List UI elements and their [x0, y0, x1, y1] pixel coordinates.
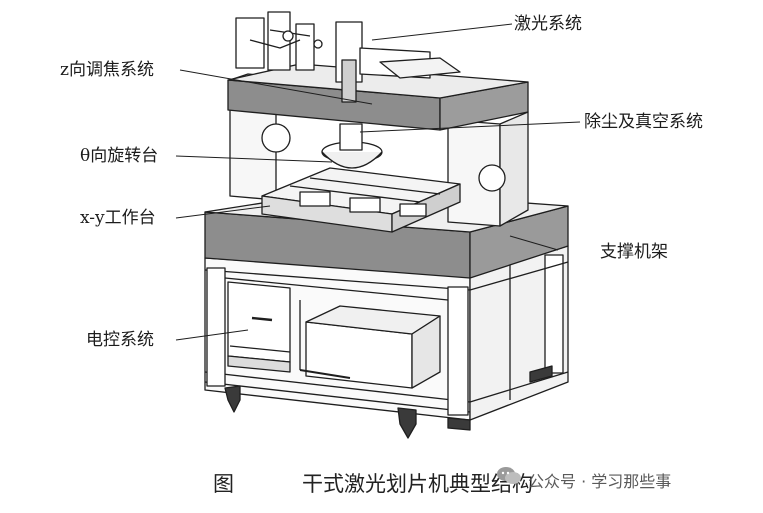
xy-table: [261, 167, 461, 233]
label-dust-vacuum-system: 除尘及真空系统: [584, 112, 703, 132]
figure-caption: 干式激光划片机典型结构: [302, 472, 533, 496]
label-theta-rotary-table: θ向旋转台: [80, 146, 159, 166]
leader-lines: [175, 23, 581, 341]
watermark-text: 公众号 · 学习那些事: [528, 472, 672, 491]
label-laser-system: 激光系统: [514, 14, 582, 34]
figure-prefix: 图: [213, 472, 234, 496]
gantry: [227, 63, 529, 227]
electrical-cabinet: [227, 281, 291, 373]
label-xy-worktable: x-y工作台: [80, 208, 156, 228]
laser-head: [235, 11, 461, 103]
theta-stage: [321, 123, 383, 169]
label-z-focus-system: z向调焦系统: [60, 60, 154, 80]
label-electrical-control: 电控系统: [86, 330, 154, 350]
wechat-logo-icon: [497, 467, 521, 484]
inner-box: [299, 305, 441, 389]
label-support-frame: 支撑机架: [600, 242, 668, 262]
